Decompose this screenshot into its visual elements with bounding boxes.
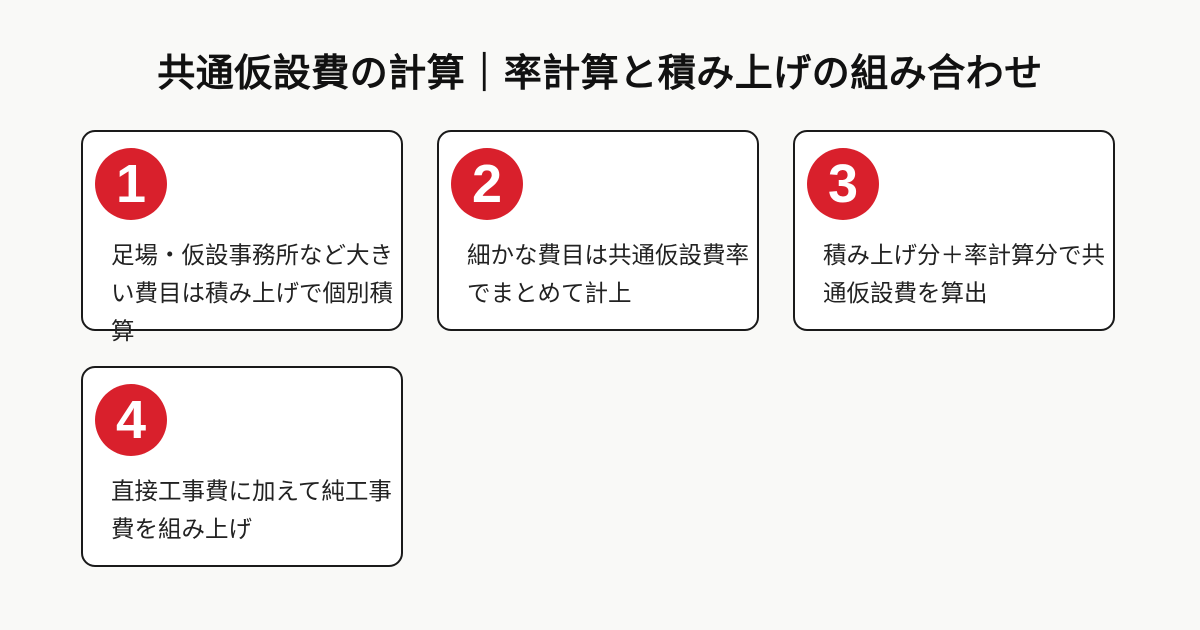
step-card-3: 3 積み上げ分＋率計算分で共通仮設費を算出 xyxy=(793,130,1115,331)
step-text-4: 直接工事費に加えて純工事費を組み上げ xyxy=(111,477,392,543)
step-text-2: 細かな費目は共通仮設費率でまとめて計上 xyxy=(467,241,749,307)
page-title: 共通仮設費の計算｜率計算と積み上げの組み合わせ xyxy=(157,51,1043,95)
step-number-badge-2: 2 xyxy=(451,148,523,220)
step-number-badge-4: 4 xyxy=(95,384,167,456)
step-text-1: 足場・仮設事務所など大きい費目は積み上げで個別積算 xyxy=(111,241,393,345)
step-card-1: 1 足場・仮設事務所など大きい費目は積み上げで個別積算 xyxy=(81,130,403,345)
step-number-badge-1: 1 xyxy=(95,148,167,220)
step-card-2: 2 細かな費目は共通仮設費率でまとめて計上 xyxy=(437,130,759,331)
step-number-badge-3: 3 xyxy=(807,148,879,220)
step-card-4: 4 直接工事費に加えて純工事費を組み上げ xyxy=(81,366,403,567)
step-text-3: 積み上げ分＋率計算分で共通仮設費を算出 xyxy=(823,241,1105,307)
